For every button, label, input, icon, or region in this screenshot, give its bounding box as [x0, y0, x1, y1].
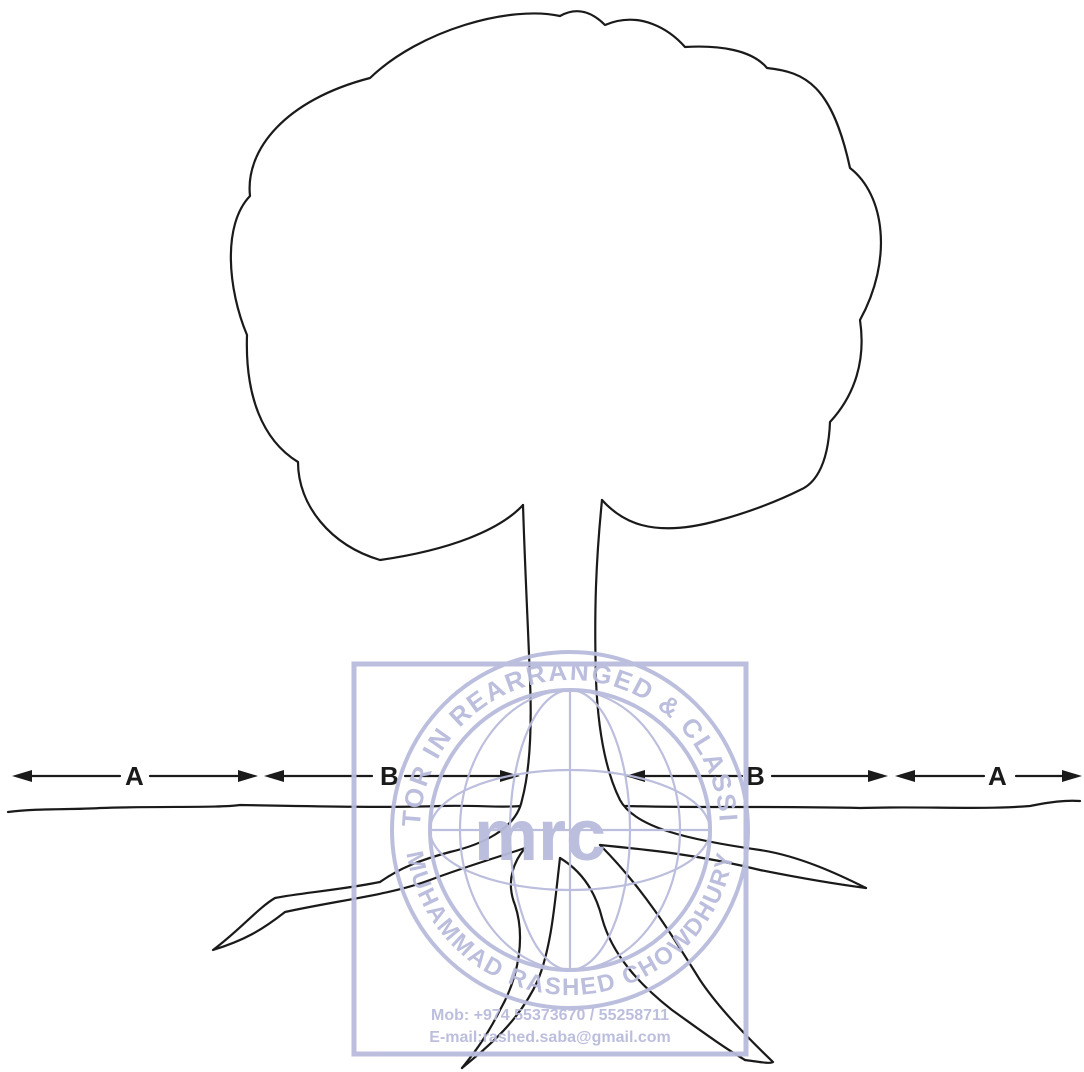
watermark-email: E-mail:rashed.saba@gmail.com — [429, 1029, 670, 1046]
label-a-left: A — [125, 761, 144, 791]
watermark-logo-text: mrc — [474, 796, 606, 876]
label-b-right: B — [746, 761, 765, 791]
watermark-mobile: Mob: +974 55373670 / 55258711 — [431, 1007, 669, 1024]
tree-crown-outline — [231, 11, 881, 560]
label-a-right: A — [988, 761, 1007, 791]
